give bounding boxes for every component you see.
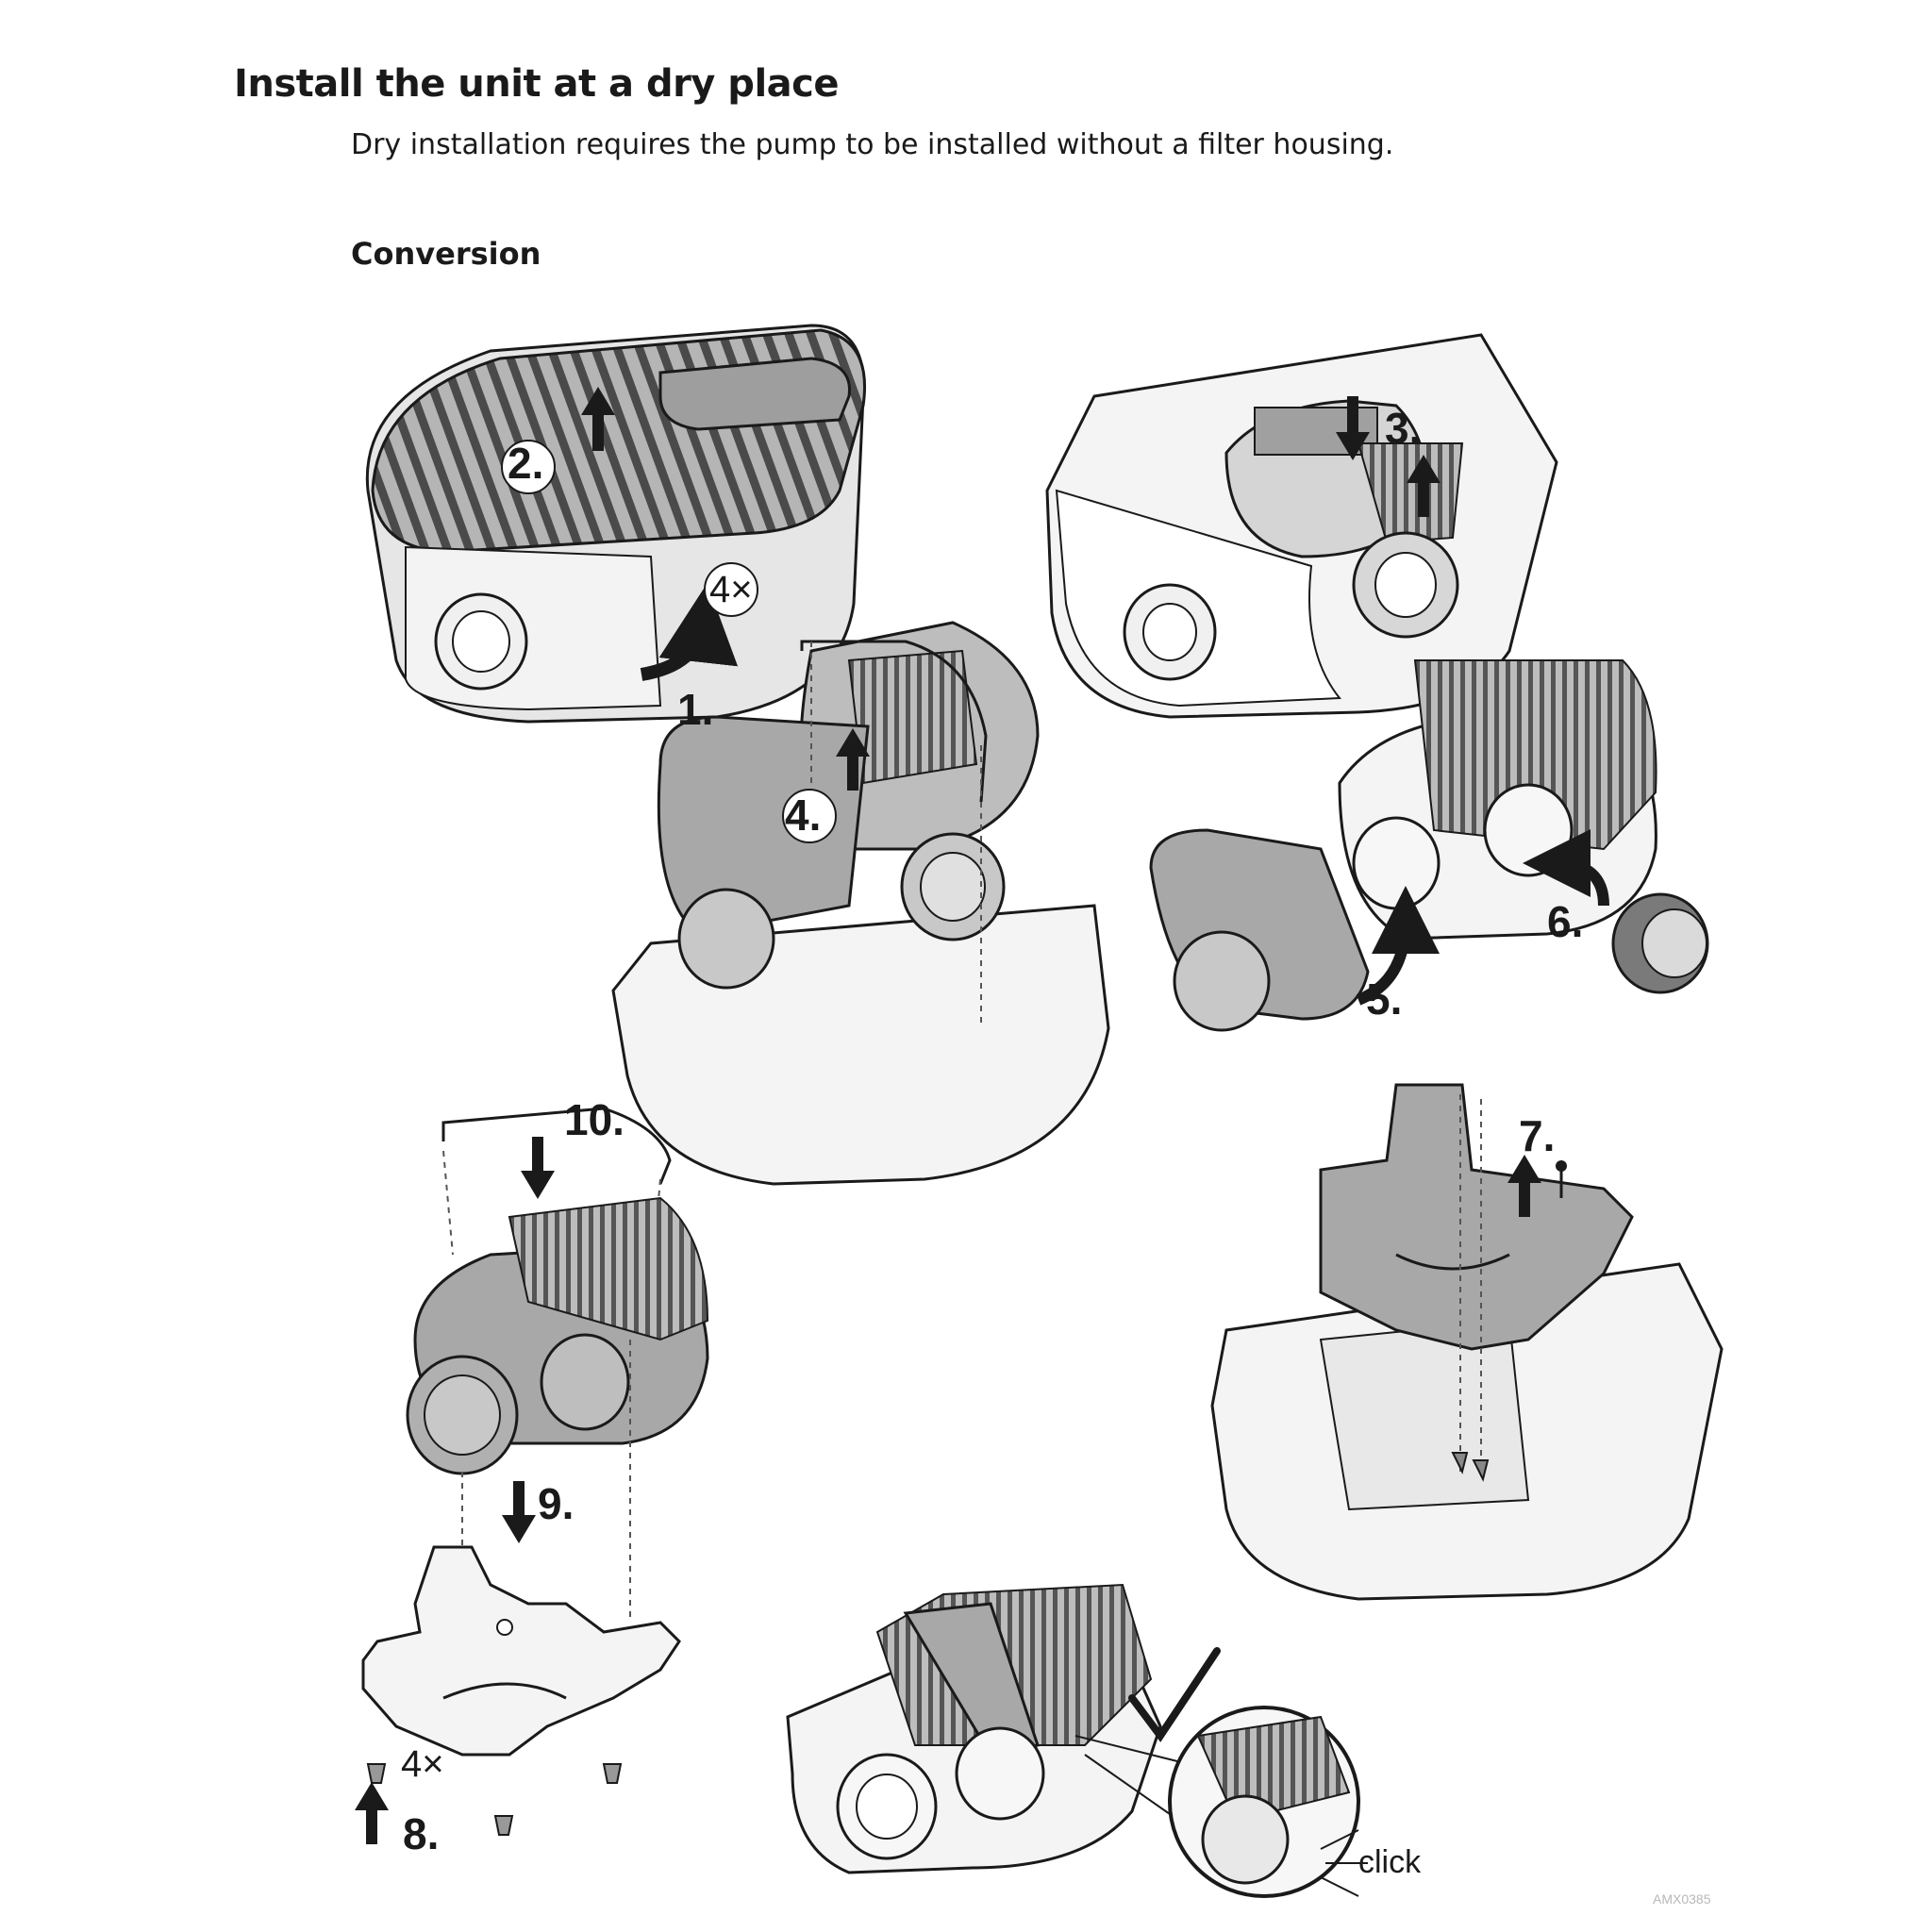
step-label-3: 3. [1385, 404, 1421, 453]
screw-icon [366, 1763, 623, 1836]
step-label-7: 7. [1519, 1111, 1555, 1160]
step-label-2: 2. [508, 439, 543, 488]
curved-arrow-icon [640, 583, 739, 681]
curved-arrow-icon [1356, 886, 1440, 1006]
drawing-code: AMX0385 [1653, 1891, 1711, 1907]
arrow-up-icon [1507, 1155, 1541, 1217]
panel-motor-lift [611, 621, 1110, 1186]
arrow-up-icon [836, 728, 870, 791]
panel-housing-open [1045, 333, 1558, 719]
panel-remove-parts [1149, 659, 1709, 1032]
panel-housing-closed [365, 324, 866, 724]
panel-assembled [786, 1583, 1368, 1898]
section-heading-conversion: Conversion [351, 236, 541, 272]
multiplier-label-top: 4× [709, 569, 753, 610]
arrow-up-icon [581, 387, 615, 451]
panel-assemble [355, 1107, 709, 1844]
arrow-down-icon [1336, 396, 1370, 460]
step-label-1: 1. [677, 685, 713, 734]
checkmark-icon [1128, 1647, 1221, 1742]
step-label-6: 6. [1547, 897, 1583, 946]
step-label-8: 8. [403, 1809, 439, 1858]
step-label-4: 4. [785, 791, 821, 840]
multiplier-label-bottom: 4× [401, 1743, 444, 1785]
arrow-down-icon [521, 1137, 555, 1199]
click-label: click [1358, 1844, 1422, 1880]
step-label-9: 9. [538, 1479, 574, 1528]
curved-arrow-icon [1523, 829, 1609, 907]
arrow-up-icon [1407, 455, 1441, 517]
arrow-down-icon [502, 1481, 536, 1543]
page-intro: Dry installation requires the pump to be… [351, 128, 1394, 161]
step-label-10: 10. [564, 1095, 625, 1144]
panel-remove-base [1210, 1083, 1724, 1601]
arrow-up-icon [355, 1782, 389, 1844]
step-label-5: 5. [1366, 974, 1402, 1024]
page-title: Install the unit at a dry place [234, 62, 839, 106]
